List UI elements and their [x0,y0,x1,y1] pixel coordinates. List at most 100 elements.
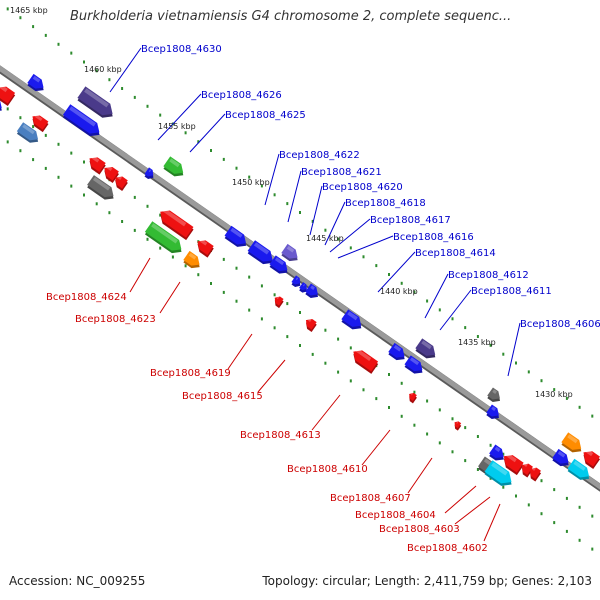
gene-label-forward[interactable]: Bcep1808_4617 [370,215,451,226]
gene-feature-highlight [524,463,528,467]
gene-feature-block [269,255,288,272]
gene-feature[interactable] [483,460,516,490]
forward-label-leader [309,185,323,236]
gene-feature[interactable] [85,154,107,175]
reverse-label-leader [361,429,391,466]
accession-text: Accession: NC_009255 [9,574,146,588]
scale-dot [248,175,251,179]
gene-feature[interactable] [143,167,157,181]
gene-feature[interactable] [28,112,49,133]
gene-label-forward[interactable]: Bcep1808_4626 [201,90,282,101]
gene-feature[interactable] [340,309,366,333]
gene-feature[interactable] [268,255,291,277]
gene-label-forward[interactable]: Bcep1808_4622 [279,150,360,161]
scale-dot [44,166,47,170]
gene-feature[interactable] [182,250,204,272]
gene-feature[interactable] [414,338,440,362]
scale-dot [388,373,390,376]
gene-label-forward[interactable]: Bcep1808_4616 [393,232,474,243]
gene-feature[interactable] [86,175,118,203]
gene-feature[interactable] [271,294,285,309]
gene-label-reverse[interactable]: Bcep1808_4615 [182,391,263,402]
gene-label-reverse[interactable]: Bcep1808_4613 [240,430,321,441]
scale-dot [248,308,251,312]
scale-tick-label: 1435 kbp [458,338,496,347]
scale-tick-label: 1460 kbp [84,65,122,74]
gene-feature[interactable] [246,240,277,268]
gene-label-forward[interactable]: Bcep1808_4620 [322,182,403,193]
gene-label-reverse[interactable]: Bcep1808_4624 [46,292,127,303]
gene-feature[interactable] [302,316,318,333]
gene-feature[interactable] [304,283,322,301]
scale-dot [171,255,174,259]
gene-feature[interactable] [485,404,503,422]
gene-feature[interactable] [406,391,418,404]
scale-dot [159,246,162,250]
gene-label-reverse[interactable]: Bcep1808_4602 [407,543,488,554]
scale-dot [146,237,149,241]
gene-feature[interactable] [526,465,542,482]
reverse-label-leader [129,257,151,293]
gene-label-forward[interactable]: Bcep1808_4618 [345,198,426,209]
gene-label-forward[interactable]: Bcep1808_4630 [141,44,222,55]
gene-label-forward[interactable]: Bcep1808_4614 [415,248,496,259]
gene-label-forward[interactable]: Bcep1808_4625 [225,110,306,121]
gene-feature[interactable] [0,83,16,106]
scale-dot [235,166,238,170]
gene-label-forward[interactable]: Bcep1808_4612 [448,270,529,281]
gene-feature[interactable] [62,104,105,140]
gene-feature[interactable] [403,355,426,377]
gene-feature[interactable] [551,448,573,470]
gene-feature-block [353,350,379,372]
gene-label-reverse[interactable]: Bcep1808_4603 [379,524,460,535]
scale-dot [273,293,276,297]
gene-feature[interactable] [387,342,409,364]
gene-label-reverse[interactable]: Bcep1808_4607 [330,493,411,504]
gene-feature[interactable] [499,451,525,476]
gene-feature-highlight [34,114,43,122]
gene-label-forward[interactable]: Bcep1808_4606 [520,319,600,330]
gene-label-reverse[interactable]: Bcep1808_4604 [355,510,436,521]
topology-text: Topology: circular; Length: 2,411,759 bp… [262,574,592,588]
scale-dot [400,281,403,285]
scale-dot [591,514,594,518]
gene-feature-block [274,296,284,306]
gene-label-reverse[interactable]: Bcep1808_4610 [287,464,368,475]
gene-feature[interactable] [349,347,380,374]
gene-feature[interactable] [16,122,43,146]
gene-feature[interactable] [26,73,48,95]
gene-feature[interactable] [290,275,304,289]
gene-feature[interactable] [111,173,129,192]
gene-label-forward[interactable]: Bcep1808_4621 [301,167,382,178]
scale-dot [286,335,289,339]
scale-dot [19,116,22,120]
gene-feature[interactable] [566,458,593,484]
gene-feature[interactable] [76,86,118,122]
gene-label-forward[interactable]: Bcep1808_4611 [471,286,552,297]
reverse-label-leader [227,333,253,370]
gene-feature[interactable] [100,163,120,184]
gene-feature-highlight [585,449,594,457]
scale-dot [260,184,263,188]
gene-feature[interactable] [488,444,508,464]
gene-feature[interactable] [298,282,310,294]
gene-feature[interactable] [280,243,302,265]
gene-feature[interactable] [162,156,188,180]
gene-label-reverse[interactable]: Bcep1808_4619 [150,368,231,379]
gene-label-reverse[interactable]: Bcep1808_4623 [75,314,156,325]
gene-feature[interactable] [452,420,463,431]
scale-dot [591,547,594,551]
gene-feature[interactable] [518,461,534,478]
gene-feature[interactable] [560,432,586,456]
gene-feature[interactable] [193,237,215,258]
gene-feature[interactable] [579,448,600,469]
gene-feature[interactable] [144,221,187,257]
gene-feature[interactable] [486,387,504,405]
gene-feature-block [89,157,106,173]
gene-feature[interactable] [223,225,250,251]
gene-feature-block [487,387,500,400]
scale-dot [451,417,454,421]
gene-feature-block [32,115,49,130]
gene-feature[interactable] [155,206,194,241]
forward-label-leader [264,153,280,206]
